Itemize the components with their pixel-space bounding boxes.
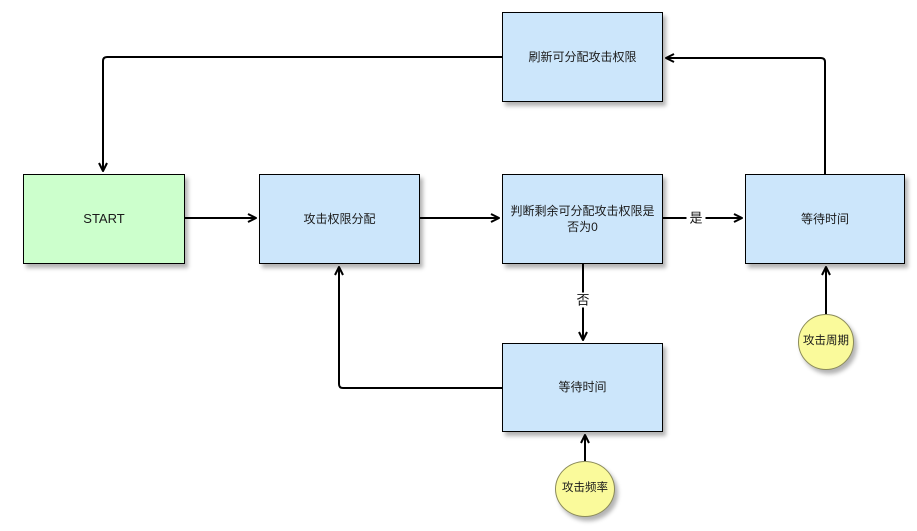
- node-decision-remaining-permissions-zero: 判断剩余可分配攻击权限是否为0: [502, 174, 663, 264]
- node-decision-remaining-permissions-zero-label: 判断剩余可分配攻击权限是否为0: [510, 203, 655, 234]
- edge-wait-bottom-to-allocate: [334, 266, 502, 389]
- node-start: START: [23, 174, 185, 264]
- node-attack-permission-allocation-label: 攻击权限分配: [303, 211, 376, 226]
- edge-refresh-to-start: [98, 56, 502, 172]
- node-wait-time-bottom: 等待时间: [502, 343, 663, 432]
- node-wait-time-right: 等待时间: [745, 174, 905, 264]
- edge-label-no: 否: [573, 292, 593, 308]
- node-attack-cycle-label: 攻击周期: [803, 335, 849, 348]
- node-wait-time-bottom-label: 等待时间: [558, 380, 607, 395]
- node-attack-frequency-label: 攻击频率: [562, 482, 608, 495]
- node-wait-time-right-label: 等待时间: [800, 211, 849, 226]
- node-refresh-attack-permissions: 刷新可分配攻击权限: [502, 12, 663, 102]
- node-refresh-attack-permissions-label: 刷新可分配攻击权限: [528, 49, 637, 64]
- node-attack-frequency: 攻击频率: [555, 461, 615, 517]
- node-attack-permission-allocation: 攻击权限分配: [259, 174, 420, 264]
- edge-wait-right-to-refresh: [665, 53, 826, 174]
- node-attack-cycle: 攻击周期: [798, 314, 854, 370]
- node-start-label: START: [83, 211, 125, 227]
- edge-label-yes: 是: [686, 210, 706, 226]
